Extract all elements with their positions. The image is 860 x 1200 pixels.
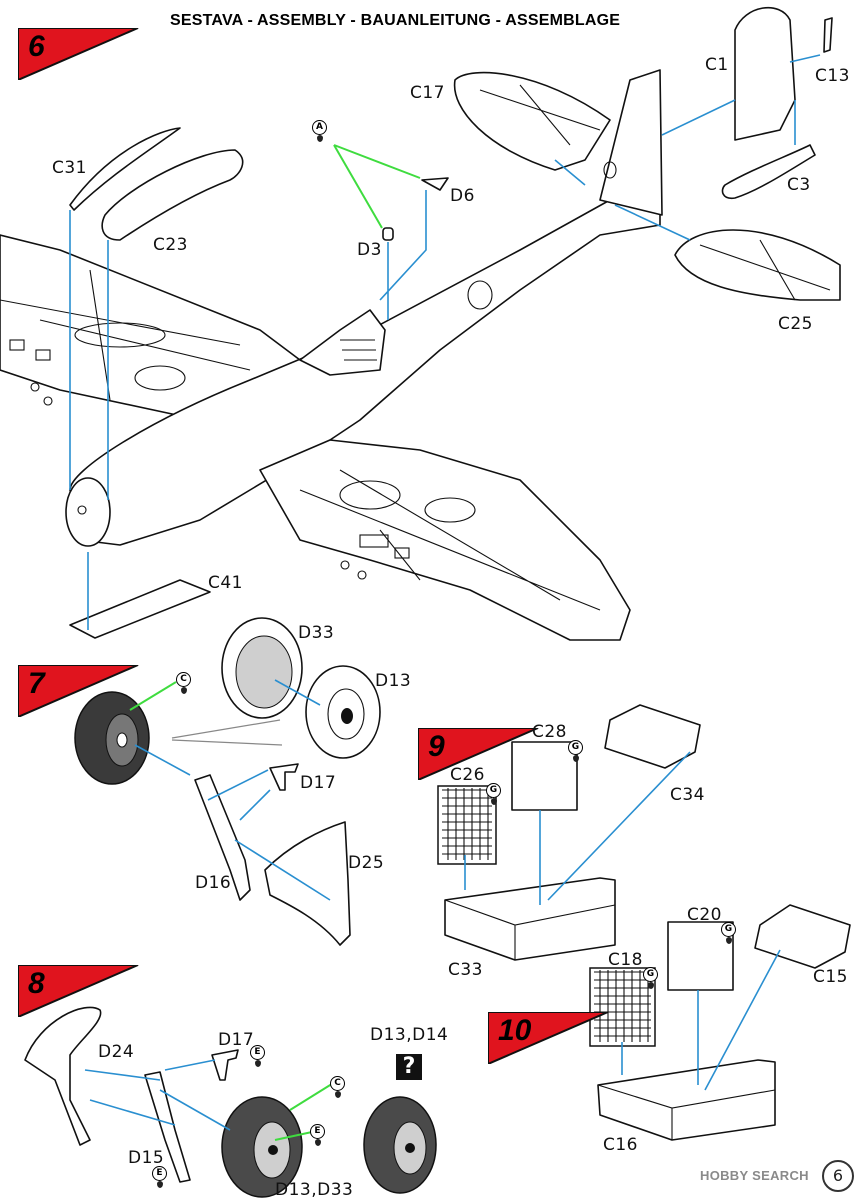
label-c13: C13 — [815, 66, 851, 86]
paint-badge-a: A — [312, 120, 327, 142]
label-c33: C33 — [448, 960, 484, 980]
label-d13-d33: D13,D33 — [275, 1180, 354, 1200]
label-d13-d14: D13,D14 — [370, 1025, 449, 1045]
label-d6: D6 — [450, 186, 475, 206]
label-c31: C31 — [52, 158, 88, 178]
page-title: SESTAVA - ASSEMBLY - BAUANLEITUNG - ASSE… — [170, 12, 621, 29]
label-c41: C41 — [208, 573, 244, 593]
label-c17: C17 — [410, 83, 446, 103]
paint-badge-c-step7: C — [176, 672, 191, 694]
paint-badge-e-d13: E — [310, 1124, 325, 1146]
label-c23: C23 — [153, 235, 189, 255]
label-c18: C18 — [608, 950, 644, 970]
question-mark-icon: ? — [396, 1054, 422, 1080]
label-c16: C16 — [603, 1135, 639, 1155]
paint-badge-g-c18: G — [643, 967, 658, 989]
step-6-marker: 6 — [18, 28, 158, 80]
label-d17-step8: D17 — [218, 1030, 255, 1050]
paint-badge-g-c26: G — [486, 783, 501, 805]
step10-seat — [589, 904, 851, 1141]
paint-badge-g-c20: G — [721, 922, 736, 944]
label-c34: C34 — [670, 785, 706, 805]
label-d3: D3 — [357, 240, 382, 260]
paint-badge-e-d17: E — [250, 1045, 265, 1067]
label-c28: C28 — [532, 722, 568, 742]
paint-badge-c-step8: C — [330, 1076, 345, 1098]
grid-c18 — [594, 970, 651, 1042]
step8-tailwheel — [24, 1006, 437, 1198]
label-c15: C15 — [813, 967, 849, 987]
label-d25: D25 — [348, 853, 385, 873]
step-8-marker: 8 — [18, 965, 158, 1017]
step9-seat — [437, 704, 701, 961]
step-7-marker: 7 — [18, 665, 158, 717]
step6-airframe — [0, 6, 841, 641]
label-c25: C25 — [778, 314, 814, 334]
step-9-marker: 9 — [418, 728, 558, 780]
label-d16: D16 — [195, 873, 232, 893]
label-c3: C3 — [787, 175, 811, 195]
label-c20: C20 — [687, 905, 723, 925]
step-10-marker: 10 — [488, 1012, 628, 1064]
label-c1: C1 — [705, 55, 729, 75]
page-number: 6 — [822, 1160, 854, 1192]
label-d33: D33 — [298, 623, 335, 643]
label-d24: D24 — [98, 1042, 135, 1062]
hobby-search-watermark: HOBBY SEARCH — [700, 1168, 809, 1183]
label-d15: D15 — [128, 1148, 165, 1168]
paint-badge-e-d15: E — [152, 1166, 167, 1188]
label-c26: C26 — [450, 765, 486, 785]
label-d17-step7: D17 — [300, 773, 337, 793]
paint-badge-g-c28: G — [568, 740, 583, 762]
step7-wheel — [74, 617, 381, 946]
label-d13: D13 — [375, 671, 412, 691]
grid-c26 — [442, 788, 492, 860]
